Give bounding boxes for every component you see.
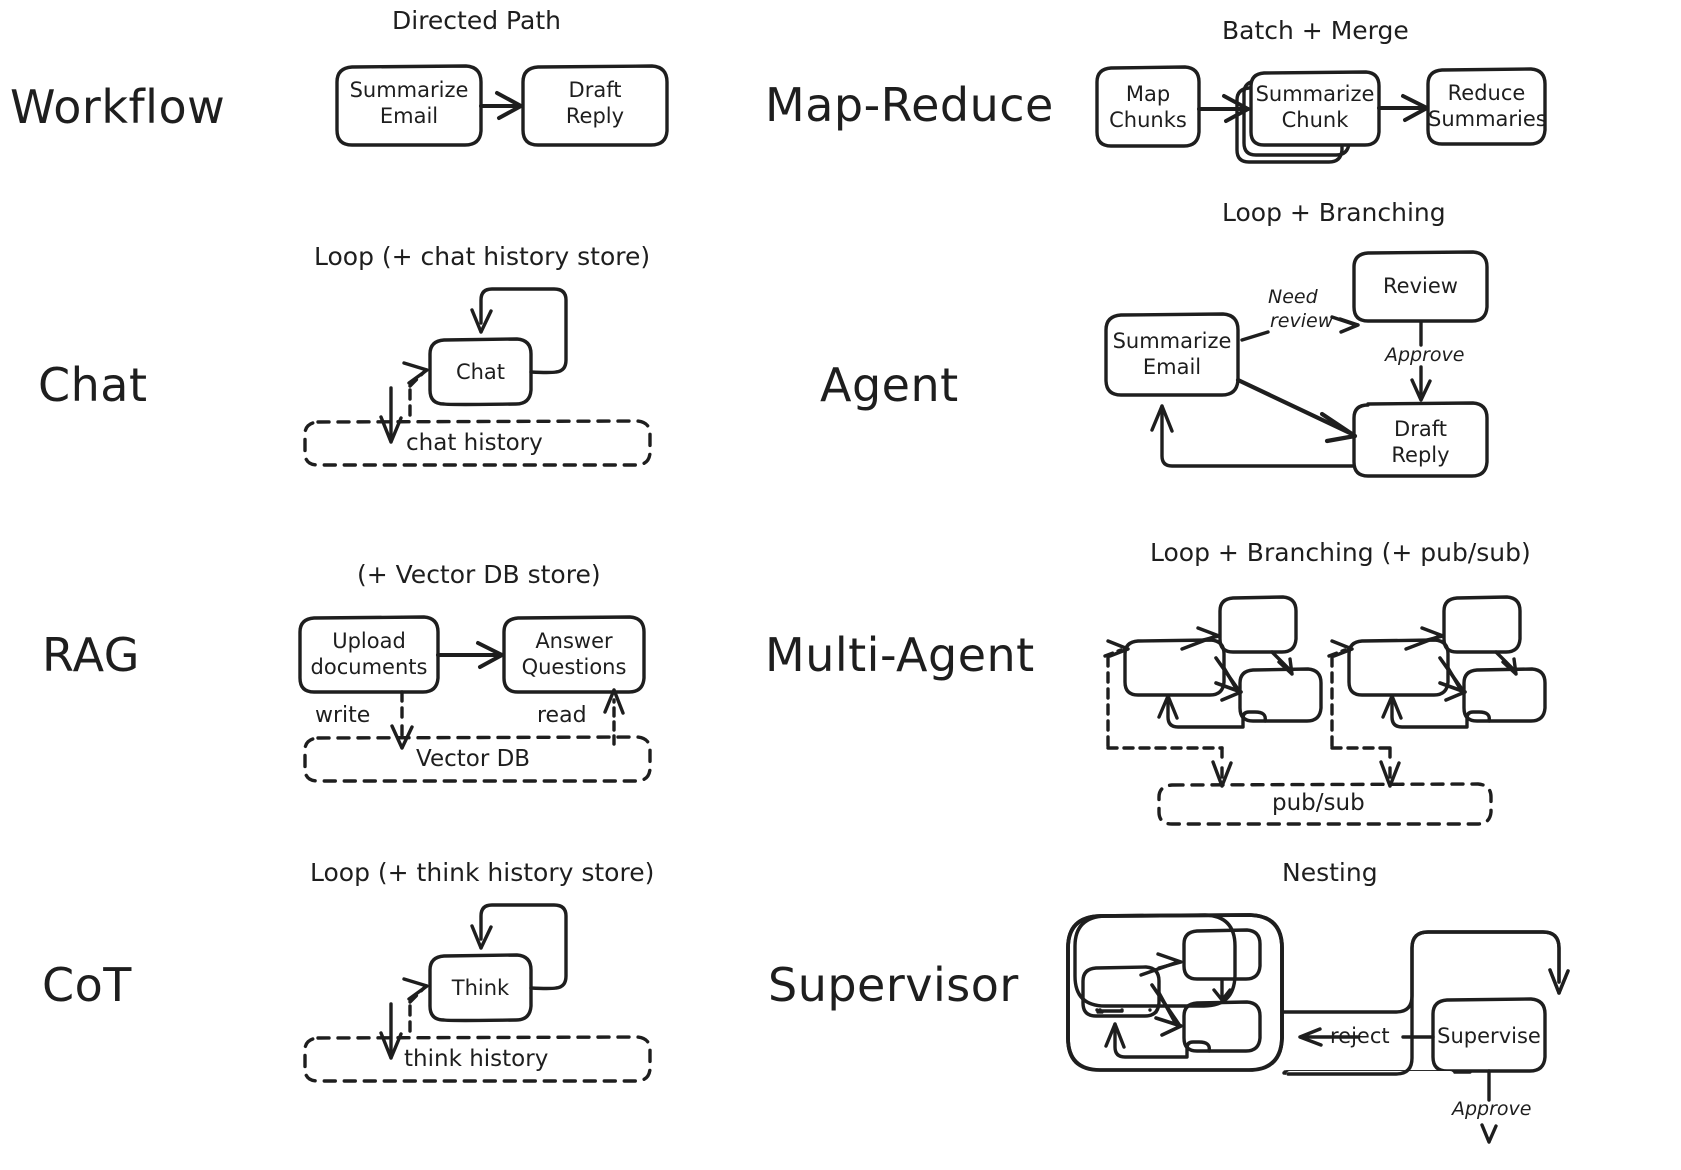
edge-store-to-think: [402, 977, 429, 1033]
caption-nesting: Nesting: [1282, 858, 1378, 887]
edge-map-to-summarize: [1197, 94, 1250, 123]
node-review: [1352, 250, 1489, 323]
edge-label-approve-agent: Approve: [1385, 344, 1465, 366]
edge-vectordb-to-answer: [603, 688, 625, 746]
store-pub-sub: [1157, 782, 1493, 826]
store-chat-history: [303, 419, 652, 467]
caption-loop-think-history: Loop (+ think history store): [310, 858, 655, 887]
caption-loop-branching-pubsub: Loop + Branching (+ pub/sub): [1150, 538, 1531, 567]
multiagent-subgraph-a: [1103, 595, 1323, 788]
node-summarize-email-2: [1104, 312, 1240, 397]
node-answer-questions: [502, 615, 646, 694]
edge-label-approve-supervisor: Approve: [1452, 1098, 1532, 1120]
store-label-chat-history: chat history: [406, 430, 543, 456]
caption-batch-merge: Batch + Merge: [1222, 16, 1409, 45]
edge-review-to-draft: [1410, 320, 1432, 402]
caption-directed-path: Directed Path: [392, 6, 561, 35]
edge-label-need: Need: [1268, 286, 1318, 308]
node-map-chunks: [1095, 65, 1201, 148]
store-label-vector-db: Vector DB: [416, 746, 531, 772]
edge-summarize-to-draft-2: [1235, 377, 1358, 444]
caption-vector-db-store: (+ Vector DB store): [357, 560, 601, 589]
node-reduce-summaries: [1426, 67, 1547, 146]
node-draft-reply-2: [1352, 401, 1489, 478]
node-think: [428, 953, 533, 1023]
edge-store-to-chat: [402, 361, 429, 417]
store-label-think-history: think history: [404, 1046, 549, 1072]
store-think-history: [303, 1035, 652, 1083]
node-summarize-email-1: [335, 64, 483, 147]
edge-label-read: read: [537, 703, 587, 728]
edge-label-reject: reject: [1330, 1024, 1390, 1048]
node-summarize-chunk-stack: [1235, 70, 1381, 164]
row-label-workflow: Workflow: [10, 80, 226, 134]
row-label-supervisor: Supervisor: [768, 958, 1019, 1012]
node-chat: [428, 337, 533, 407]
store-vector-db: [303, 735, 652, 783]
edge-label-write: write: [315, 703, 371, 728]
edge-draft-to-summarize-loop: [1150, 404, 1356, 468]
edge-chat-self-loop: [470, 287, 568, 375]
row-label-multi-agent: Multi-Agent: [765, 628, 1035, 682]
supervisor-inner-nodes: [1081, 928, 1262, 1059]
caption-loop-chat-history: Loop (+ chat history store): [314, 242, 651, 271]
store-label-pub-sub: pub/sub: [1272, 790, 1365, 816]
multiagent-subgraph-b: [1327, 595, 1547, 788]
node-supervise: [1431, 997, 1547, 1073]
edge-summarize-to-draft-1: [479, 91, 523, 120]
row-label-rag: RAG: [42, 628, 140, 682]
row-label-chat: Chat: [38, 358, 148, 412]
edge-think-self-loop: [470, 903, 568, 991]
caption-loop-branching: Loop + Branching: [1222, 198, 1446, 227]
edge-summarize-to-reduce: [1377, 94, 1429, 122]
row-label-cot: CoT: [42, 958, 132, 1012]
edge-summarize-to-review: [1240, 315, 1360, 342]
node-upload-documents: [298, 615, 440, 694]
edge-upload-to-answer: [436, 641, 504, 669]
edge-label-review: review: [1270, 310, 1334, 332]
row-label-map-reduce: Map-Reduce: [765, 78, 1054, 132]
row-label-agent: Agent: [820, 358, 959, 412]
node-draft-reply-1: [521, 64, 669, 147]
